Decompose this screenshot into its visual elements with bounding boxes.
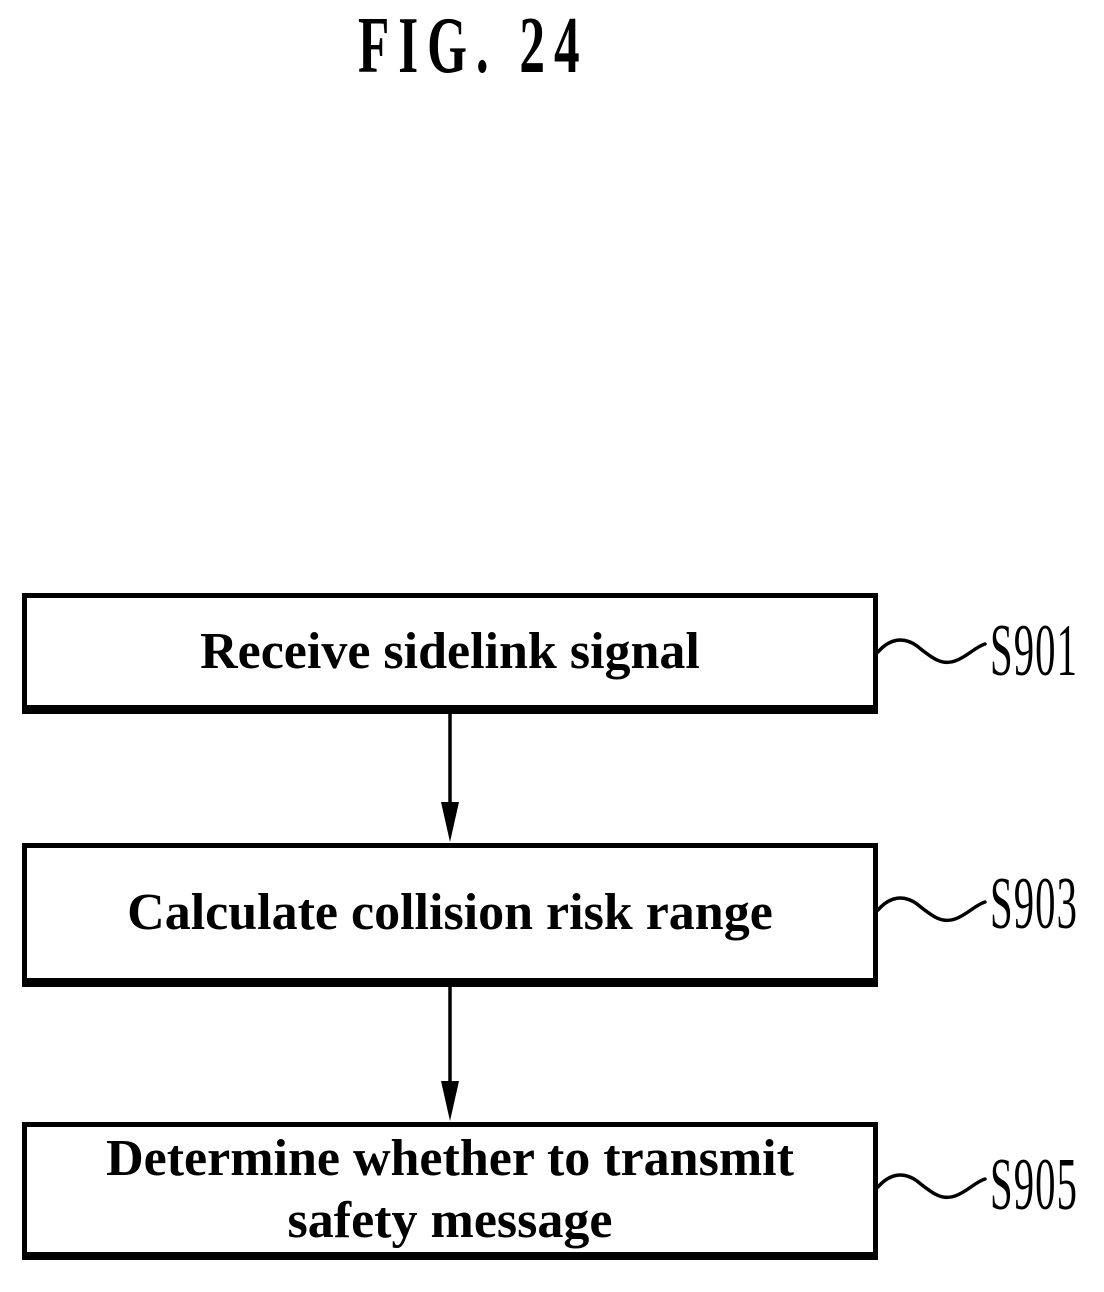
step-box-label: Calculate collision risk range — [127, 884, 773, 941]
step-box-label: Determine whether to transmit — [106, 1129, 794, 1187]
step-box-s905: Determine whether to transmit safety mes… — [22, 1122, 878, 1260]
step-box-label: safety message — [287, 1191, 613, 1249]
step-ref-label: S903 — [990, 863, 1079, 945]
arrow-down-icon — [441, 712, 459, 842]
step-box-s901: Receive sidelink signal — [22, 593, 878, 714]
figure-title: FIG. 24 — [358, 2, 589, 90]
arrow-down-icon — [441, 986, 459, 1121]
step-ref-label: S905 — [990, 1144, 1079, 1226]
step-box-label: Receive sidelink signal — [200, 622, 700, 680]
step-box-s903: Calculate collision risk range — [22, 843, 878, 987]
reference-squiggle-line — [877, 638, 987, 665]
reference-squiggle-line — [877, 896, 987, 923]
reference-squiggle-line — [877, 1173, 987, 1200]
step-ref-label: S901 — [990, 610, 1079, 692]
